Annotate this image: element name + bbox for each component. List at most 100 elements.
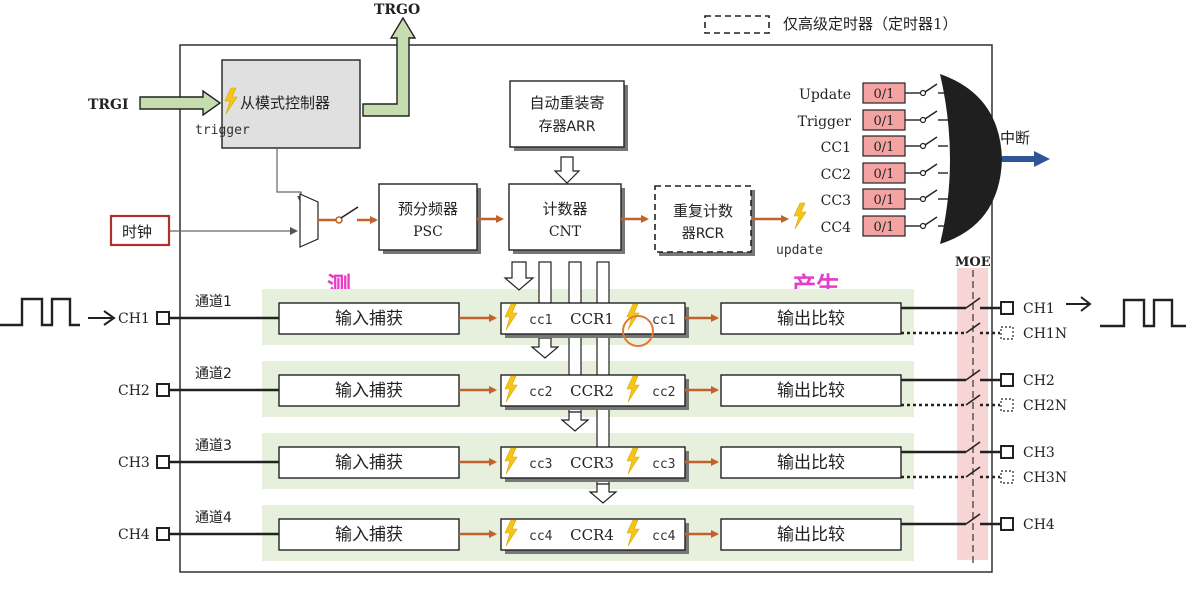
interrupt-source-cc3: CC3 [821, 193, 851, 209]
interrupt-source-cc4: CC4 [821, 220, 851, 236]
moe-switch-blade [965, 369, 981, 381]
interrupt-source-cc1: CC1 [821, 140, 851, 156]
flag-cc4: 0/1 [862, 215, 948, 237]
ccr-label: CCR3 [570, 454, 614, 472]
cnt-label-2: CNT [549, 224, 582, 240]
interrupt-or-gate [940, 74, 1002, 244]
output-pin-square [1000, 445, 1014, 459]
output-compare-block [720, 374, 902, 407]
legend-text: 仅高级定时器（定时器1） [783, 15, 958, 33]
psc-label-2: PSC [413, 224, 443, 240]
cc1-highlight-circle [622, 315, 654, 347]
complementary-pin-label: CH3N [1023, 470, 1067, 486]
complementary-pin-label: CH1N [1023, 326, 1067, 342]
interrupt-source-trigger: Trigger [798, 114, 852, 130]
output-compare-block [720, 302, 902, 335]
output-compare-block [720, 518, 902, 551]
channel-name: 通道2 [195, 366, 232, 382]
input-capture-block [278, 518, 460, 551]
arr-label-1: 自动重装寄 [529, 94, 604, 112]
ccr-block [500, 518, 686, 551]
output-pin-square [1000, 373, 1014, 387]
flag-cc3: 0/1 [862, 188, 948, 210]
input-capture-label: 输入捕获 [335, 525, 403, 545]
input-capture-block [278, 302, 460, 335]
channel-name: 通道3 [195, 438, 232, 454]
svg-text:0/1: 0/1 [874, 167, 895, 182]
output-compare-label: 输出比较 [777, 525, 845, 545]
cnt-label-1: 计数器 [542, 200, 587, 218]
capture-cc-label: cc3 [529, 457, 552, 472]
trigger-label: trigger [195, 123, 250, 138]
moe-switch-blade-n [965, 466, 981, 478]
capture-cc-label: cc4 [529, 529, 553, 544]
slave-mode-label: 从模式控制器 [240, 94, 330, 112]
moe-switch-blade [965, 297, 981, 309]
input-pin-square [156, 527, 170, 541]
input-waveform [0, 297, 80, 327]
interrupt-source-cc2: CC2 [821, 167, 851, 183]
update-lightning-icon [793, 202, 807, 230]
output-waveform-arrow [1066, 296, 1092, 312]
trgi-arrow [139, 89, 222, 117]
input-pin-label: CH1 [118, 311, 150, 327]
flag-trigger: 0/1 [862, 109, 948, 131]
flag-update: 0/1 [862, 82, 948, 104]
capture-cc-label: cc2 [529, 385, 552, 400]
ccr-block [500, 302, 686, 335]
svg-text:0/1: 0/1 [874, 193, 895, 208]
input-capture-block [278, 446, 460, 479]
input-capture-block [278, 374, 460, 407]
input-pin-label: CH4 [118, 527, 150, 543]
trgo-arrow [362, 16, 417, 117]
input-pin-label: CH2 [118, 383, 150, 399]
moe-switch-blade-n [965, 394, 981, 406]
ccr-label: CCR2 [570, 382, 614, 400]
output-waveform [1100, 298, 1186, 328]
arr-block [509, 80, 625, 148]
svg-text:0/1: 0/1 [874, 114, 895, 129]
channel-name: 通道4 [195, 510, 232, 526]
input-pin-square [156, 383, 170, 397]
output-pin-square [1000, 301, 1014, 315]
trgo-label: TRGO [374, 2, 420, 18]
complementary-pin-label: CH2N [1023, 398, 1067, 414]
complementary-pin-square [1000, 470, 1014, 484]
clock-mux [299, 193, 319, 248]
trgi-label: TRGI [88, 97, 129, 113]
channel-name: 通道1 [195, 294, 232, 310]
psc-label-1: 预分频器 [398, 200, 458, 218]
input-pin-label: CH3 [118, 455, 150, 471]
arr-label-2: 存器ARR [538, 119, 595, 135]
psc-block [378, 183, 478, 251]
moe-switch-blade-n [965, 322, 981, 334]
clock-block [109, 214, 171, 247]
input-capture-label: 输入捕获 [335, 453, 403, 473]
moe-switch-blade [965, 513, 981, 525]
output-pin-label: CH4 [1023, 517, 1055, 533]
arr-to-cnt-arrow [553, 156, 581, 184]
input-pin-square [156, 455, 170, 469]
ccr-label: CCR1 [570, 310, 614, 328]
rcr-block [654, 185, 752, 253]
clock-switch-blade [340, 206, 359, 219]
output-compare-label: 输出比较 [777, 309, 845, 329]
output-compare-label: 输出比较 [777, 381, 845, 401]
clock-label: 时钟 [122, 223, 152, 241]
interrupt-label: 中断 [1000, 129, 1030, 147]
interrupt-sources: Update Trigger CC1 CC2 CC3 CC4 [798, 87, 852, 236]
interrupt-flags: 0/1 0/1 0/1 0/1 [862, 82, 948, 237]
output-compare-label: 输出比较 [777, 453, 845, 473]
output-pin-label: CH2 [1023, 373, 1055, 389]
compare-cc-label: cc4 [652, 529, 676, 544]
slave-to-mux-line [276, 148, 305, 204]
slave-mode-controller-block [221, 59, 361, 149]
svg-text:0/1: 0/1 [874, 140, 895, 155]
compare-cc-label: cc2 [652, 385, 675, 400]
svg-text:0/1: 0/1 [874, 220, 895, 235]
